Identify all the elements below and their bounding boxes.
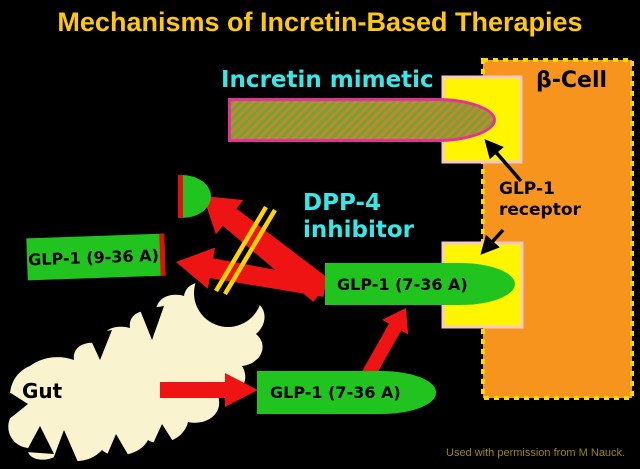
arrow-glp1-to-receptor (361, 308, 409, 379)
glp1-receptor-label: GLP-1 receptor (499, 179, 581, 221)
glp1-7-36-bottom-label: GLP-1 (7-36 A) (270, 383, 401, 402)
gut-label: Gut (22, 379, 63, 403)
receptor-pointer-up-head (484, 139, 504, 160)
glp1-receptor-label-line1: GLP-1 (499, 179, 555, 199)
receptor-pointer-up-line (494, 150, 523, 183)
dpp4-inhibitor-label-line1: DPP-4 (303, 190, 381, 216)
arrow-glp1-to-9-36 (176, 247, 327, 297)
credit-text: Used with permission from M Nauck. (446, 447, 626, 459)
arrow-gut-to-glp1 (160, 373, 258, 407)
inhibition-slash-lines (214, 205, 277, 296)
glp1-9-36-box: GLP-1 (9-36 A) (26, 233, 166, 281)
gut-cloud (8, 282, 265, 462)
incretin-mimetic-capsule (228, 98, 496, 142)
incretin-mimetic-label: Incretin mimetic (221, 67, 434, 93)
glp1-7-36-box-middle: GLP-1 (7-36 A) (325, 263, 515, 305)
receptor-pointer-down-line (490, 228, 505, 244)
glp1-9-36-label: GLP-1 (9-36 A) (27, 245, 160, 269)
slide-title: Mechanisms of Incretin-Based Therapies (57, 7, 583, 37)
receptor-pointer-down-head (480, 234, 500, 255)
beta-cell-label: β-Cell (536, 68, 608, 93)
glp1-receptor-label-line2: receptor (499, 200, 581, 220)
dpp4-inhibitor-label-line2: inhibitor (303, 217, 415, 243)
glp1-7-36-box-bottom: GLP-1 (7-36 A) (257, 371, 436, 414)
glp1-7-36-middle-label: GLP-1 (7-36 A) (337, 274, 468, 294)
dpp4-inhibitor-label: DPP-4 inhibitor (303, 190, 414, 244)
